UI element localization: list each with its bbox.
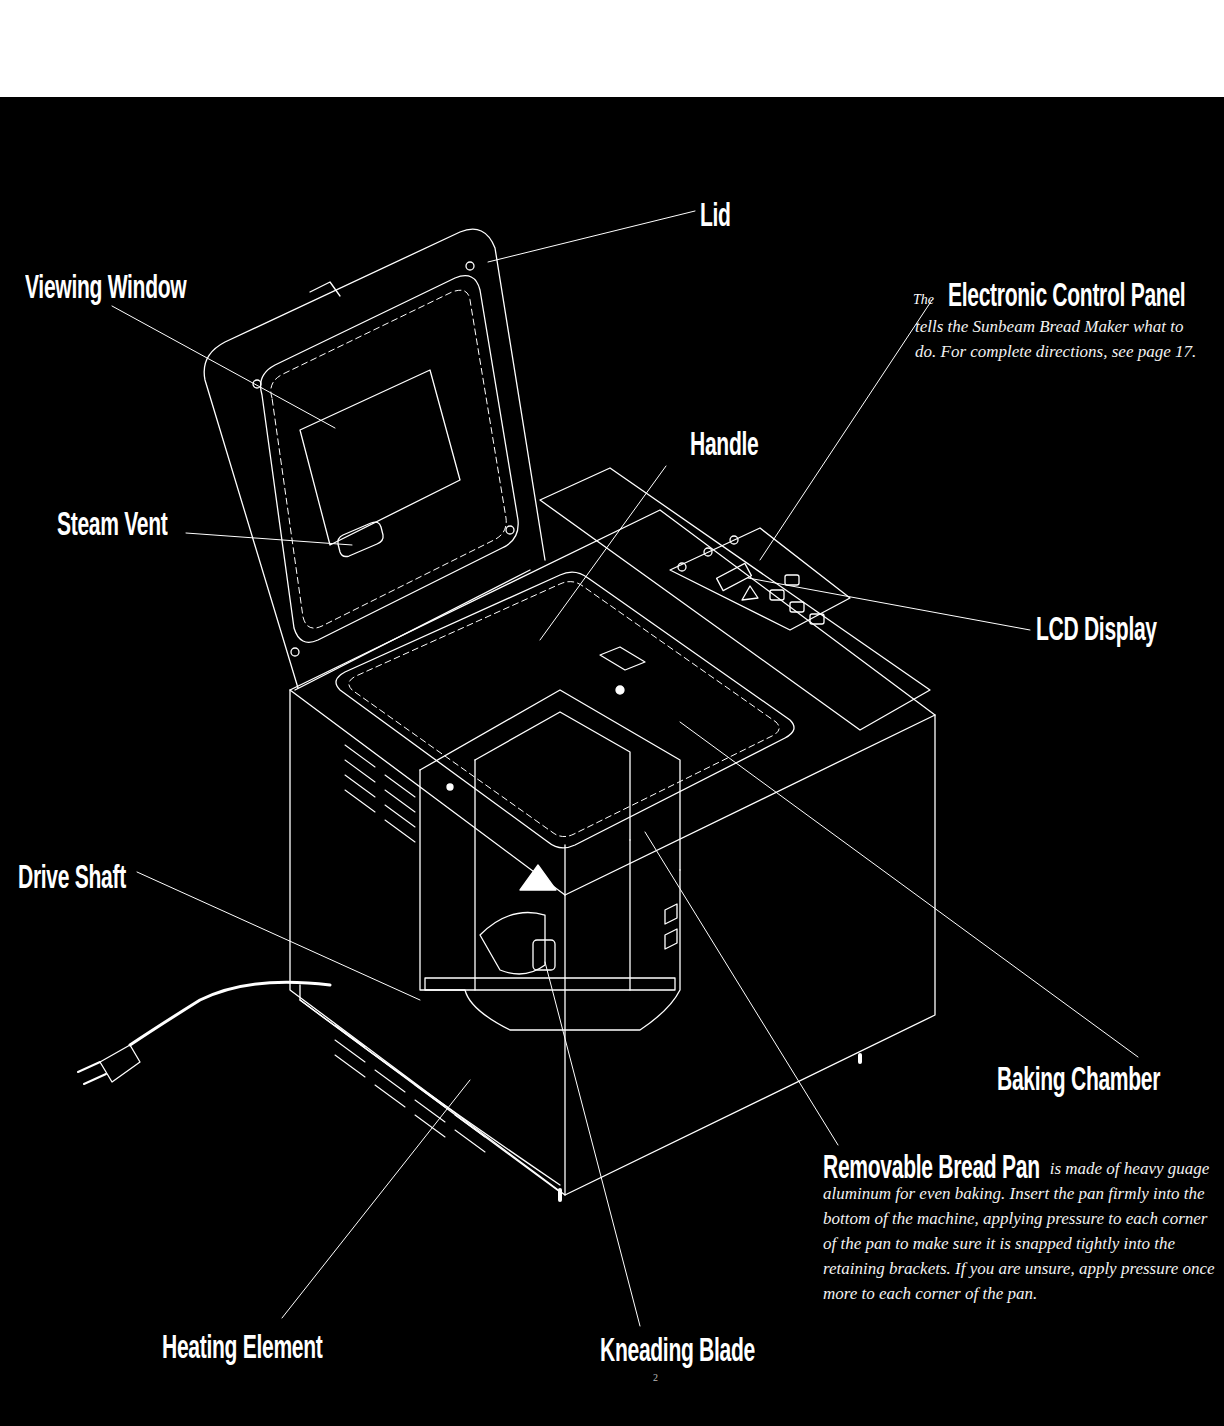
part-name: Heating Element [162, 1328, 323, 1364]
part-name: Viewing Window [25, 268, 186, 304]
part-name: Electronic Control Panel [948, 276, 1185, 312]
part-name: Lid [700, 196, 731, 232]
vent-slats [335, 745, 485, 1152]
part-description: is made of heavy guage aluminum for even… [823, 1156, 1215, 1306]
power-cord [78, 982, 330, 1084]
bread-pan [420, 647, 680, 1030]
part-name: Steam Vent [57, 505, 168, 541]
page-number: 2 [653, 1372, 658, 1384]
article-word: The [913, 292, 934, 308]
control-panel [540, 468, 930, 730]
housing [290, 510, 935, 1200]
part-name: Baking Chamber [997, 1060, 1160, 1096]
leader-lines [112, 211, 1138, 1326]
part-name: Drive Shaft [18, 858, 126, 894]
part-name: Kneading Blade [600, 1331, 755, 1367]
part-description: tells the Sunbeam Bread Maker what to do… [915, 314, 1200, 364]
part-name: LCD Display [1036, 610, 1157, 646]
baking-chamber-opening [336, 572, 794, 895]
part-name: Handle [690, 425, 758, 461]
part-name: Removable Bread Pan [823, 1148, 1040, 1184]
lid [204, 229, 545, 690]
